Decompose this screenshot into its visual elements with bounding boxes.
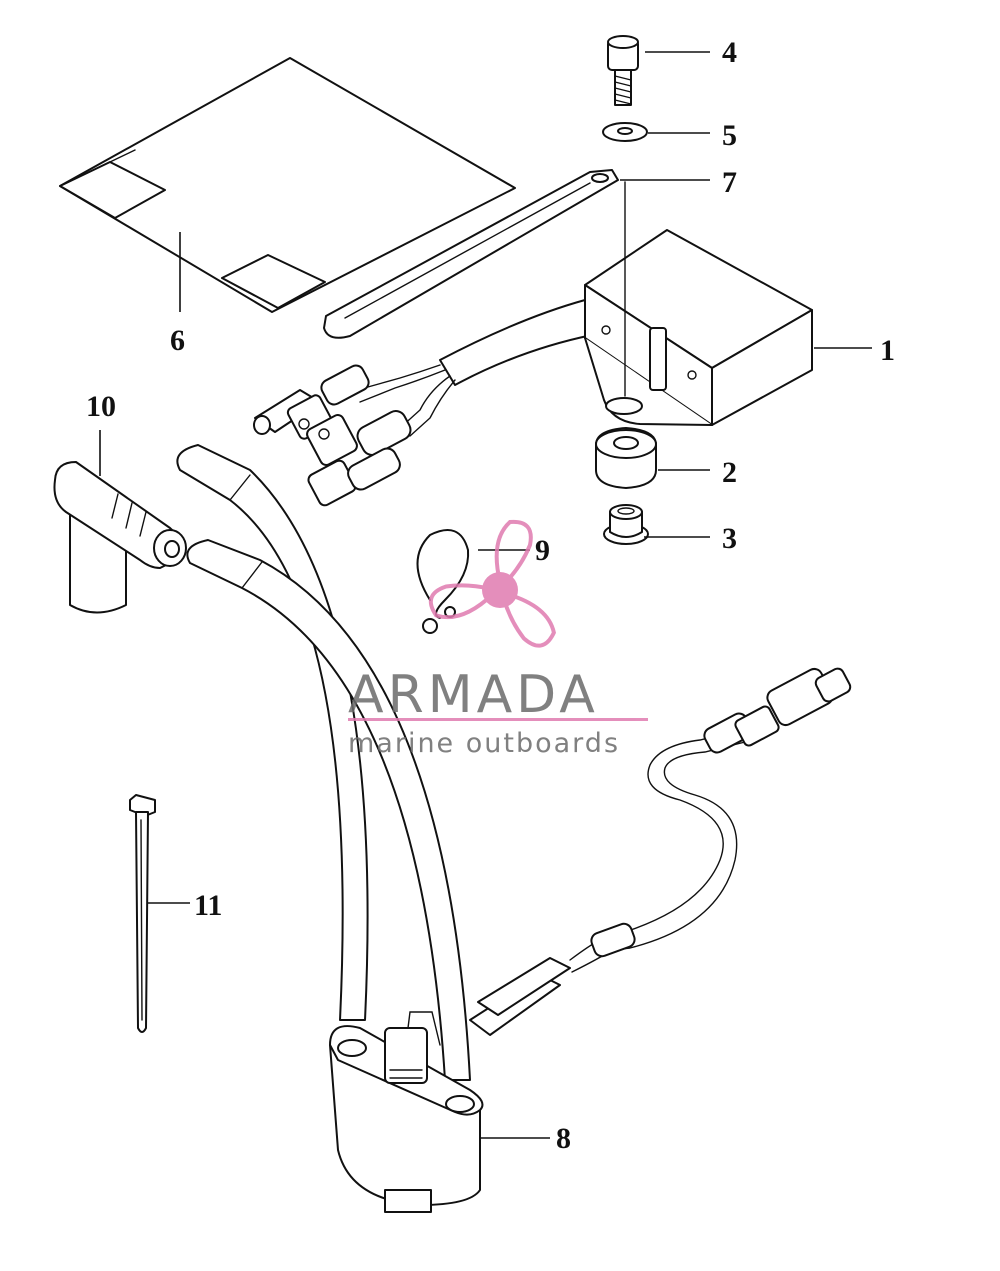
- callout-10: 10: [86, 390, 116, 423]
- part-11-cable-tie: [129, 794, 156, 1033]
- callout-3: 3: [722, 522, 737, 555]
- part-4-bolt: [607, 35, 639, 106]
- callout-9: 9: [535, 534, 550, 567]
- callout-labels: 4 5 7 1 2 3 6 9 10 11 8: [86, 36, 895, 1155]
- part-6-sheet: [59, 57, 516, 313]
- callout-7: 7: [722, 166, 737, 199]
- callout-8: 8: [556, 1122, 571, 1155]
- harness-connectors: [253, 364, 412, 507]
- propeller-icon: [423, 519, 563, 653]
- watermark-tagline: marine outboards: [348, 728, 620, 759]
- callout-6: 6: [170, 324, 185, 357]
- callout-11: 11: [194, 889, 222, 922]
- callout-5: 5: [722, 119, 737, 152]
- callout-1: 1: [880, 334, 895, 367]
- part-10-plug-cap: [53, 461, 187, 614]
- part-1-cdi-unit: [253, 229, 813, 507]
- leader-lines: [99, 51, 872, 1139]
- watermark: ARMADA marine outboards: [348, 519, 648, 759]
- callout-4: 4: [722, 36, 737, 69]
- part-3-sleeve: [603, 504, 649, 545]
- callout-2: 2: [722, 456, 737, 489]
- part-8-ignition-coil: [176, 444, 852, 1213]
- part-7-strap: [323, 169, 619, 339]
- watermark-brand: ARMADA: [348, 665, 599, 725]
- part-2-grommet: [595, 427, 657, 489]
- part-5-washer: [602, 122, 648, 142]
- watermark-underline: [348, 718, 648, 721]
